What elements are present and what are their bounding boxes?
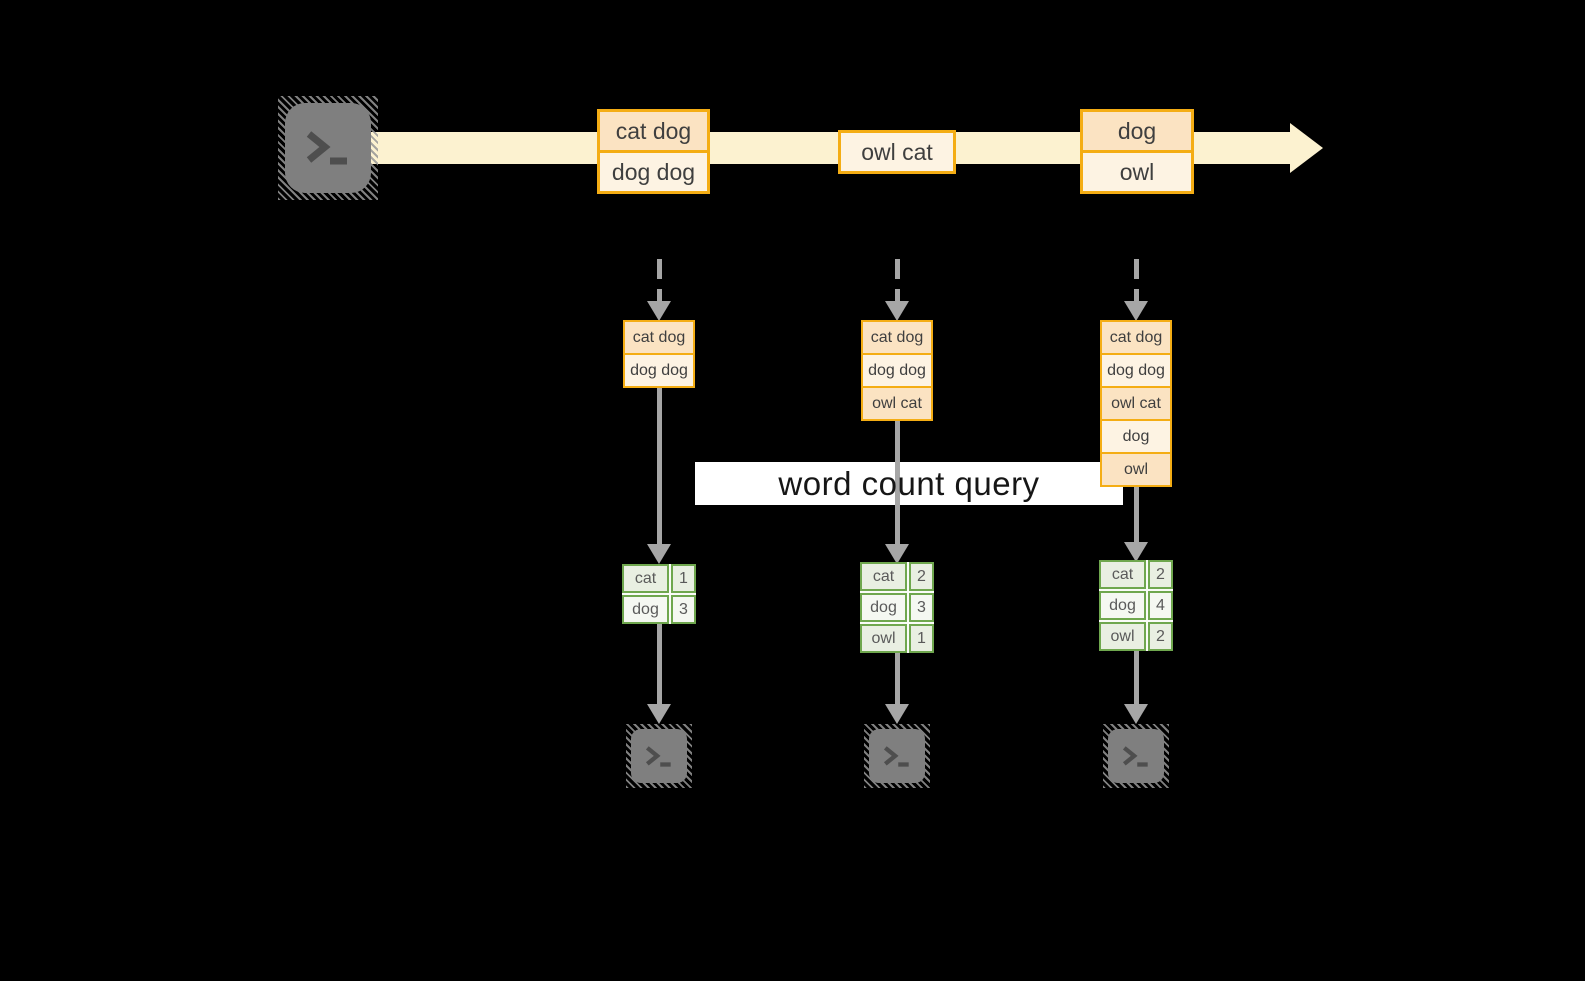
count-cell: 4	[1148, 591, 1173, 620]
buffer-stack-2: cat dog dog dog owl cat	[861, 320, 933, 421]
count-cell: 2	[1148, 560, 1173, 589]
count-table-1: cat 1 dog 3	[622, 564, 696, 624]
message-line: owl cat	[841, 133, 953, 171]
word-cell: dog	[622, 595, 669, 624]
message-line: owl	[1083, 153, 1191, 191]
sink-arrow-line-1	[657, 624, 662, 704]
buffer-item: owl cat	[863, 388, 931, 419]
word-cell: owl	[860, 624, 907, 653]
word-cell: dog	[860, 593, 907, 622]
stream-arrowhead	[1290, 123, 1323, 173]
sink-terminal-hatch-1	[626, 724, 692, 788]
query-arrowhead-3	[1124, 542, 1148, 562]
count-table-3: cat 2 dog 4 owl 2	[1099, 560, 1173, 651]
sink-terminal-hatch-2	[864, 724, 930, 788]
message-line: dog dog	[600, 153, 707, 191]
terminal-icon	[631, 729, 687, 783]
message-line: cat dog	[600, 112, 707, 150]
stream-message-3: dog owl	[1080, 109, 1194, 194]
count-cell: 1	[671, 564, 696, 593]
prompt-glyph-icon	[1122, 745, 1148, 767]
buffer-stack-1: cat dog dog dog	[623, 320, 695, 388]
stream-message-1: cat dog dog dog	[597, 109, 710, 194]
buffer-item: owl cat	[1102, 388, 1170, 419]
buffer-item: dog dog	[863, 355, 931, 386]
buffer-item: owl	[1102, 454, 1170, 485]
word-cell: cat	[1099, 560, 1146, 589]
dashed-arrow-line-1	[657, 259, 662, 301]
count-cell: 2	[1148, 622, 1173, 651]
buffer-item: dog dog	[625, 355, 693, 386]
prompt-glyph-icon	[645, 745, 671, 767]
sink-arrowhead-3	[1124, 704, 1148, 724]
count-cell: 3	[909, 593, 934, 622]
terminal-icon	[1108, 729, 1164, 783]
prompt-glyph-icon	[883, 745, 909, 767]
word-cell: dog	[1099, 591, 1146, 620]
dashed-arrow-line-3	[1134, 259, 1139, 301]
buffer-item: dog	[1102, 421, 1170, 452]
query-arrow-line-2	[895, 419, 900, 544]
query-banner-label: word count query	[778, 465, 1040, 502]
count-table-2: cat 2 dog 3 owl 1	[860, 562, 934, 653]
source-terminal-hatch	[278, 96, 378, 200]
terminal-icon	[869, 729, 925, 783]
sink-arrow-line-2	[895, 653, 900, 704]
query-arrowhead-1	[647, 544, 671, 564]
message-line: dog	[1083, 112, 1191, 150]
sink-arrowhead-1	[647, 704, 671, 724]
count-cell: 3	[671, 595, 696, 624]
sink-terminal-hatch-3	[1103, 724, 1169, 788]
dashed-arrow-line-2	[895, 259, 900, 301]
count-cell: 1	[909, 624, 934, 653]
prompt-glyph-icon	[306, 131, 347, 165]
buffer-item: cat dog	[863, 322, 931, 353]
query-banner-background	[695, 462, 1123, 505]
terminal-icon	[285, 103, 371, 193]
dashed-arrowhead-1	[647, 301, 671, 321]
sink-arrow-line-3	[1134, 651, 1139, 704]
query-arrow-line-1	[657, 386, 662, 544]
query-arrow-line-3	[1134, 485, 1139, 542]
count-cell: 2	[909, 562, 934, 591]
sink-arrowhead-2	[885, 704, 909, 724]
word-cell: owl	[1099, 622, 1146, 651]
buffer-item: cat dog	[1102, 322, 1170, 353]
stream-message-2: owl cat	[838, 130, 956, 174]
dashed-arrowhead-2	[885, 301, 909, 321]
buffer-stack-3: cat dog dog dog owl cat dog owl	[1100, 320, 1172, 487]
word-cell: cat	[860, 562, 907, 591]
buffer-item: dog dog	[1102, 355, 1170, 386]
dashed-arrowhead-3	[1124, 301, 1148, 321]
word-cell: cat	[622, 564, 669, 593]
query-arrowhead-2	[885, 544, 909, 564]
buffer-item: cat dog	[625, 322, 693, 353]
